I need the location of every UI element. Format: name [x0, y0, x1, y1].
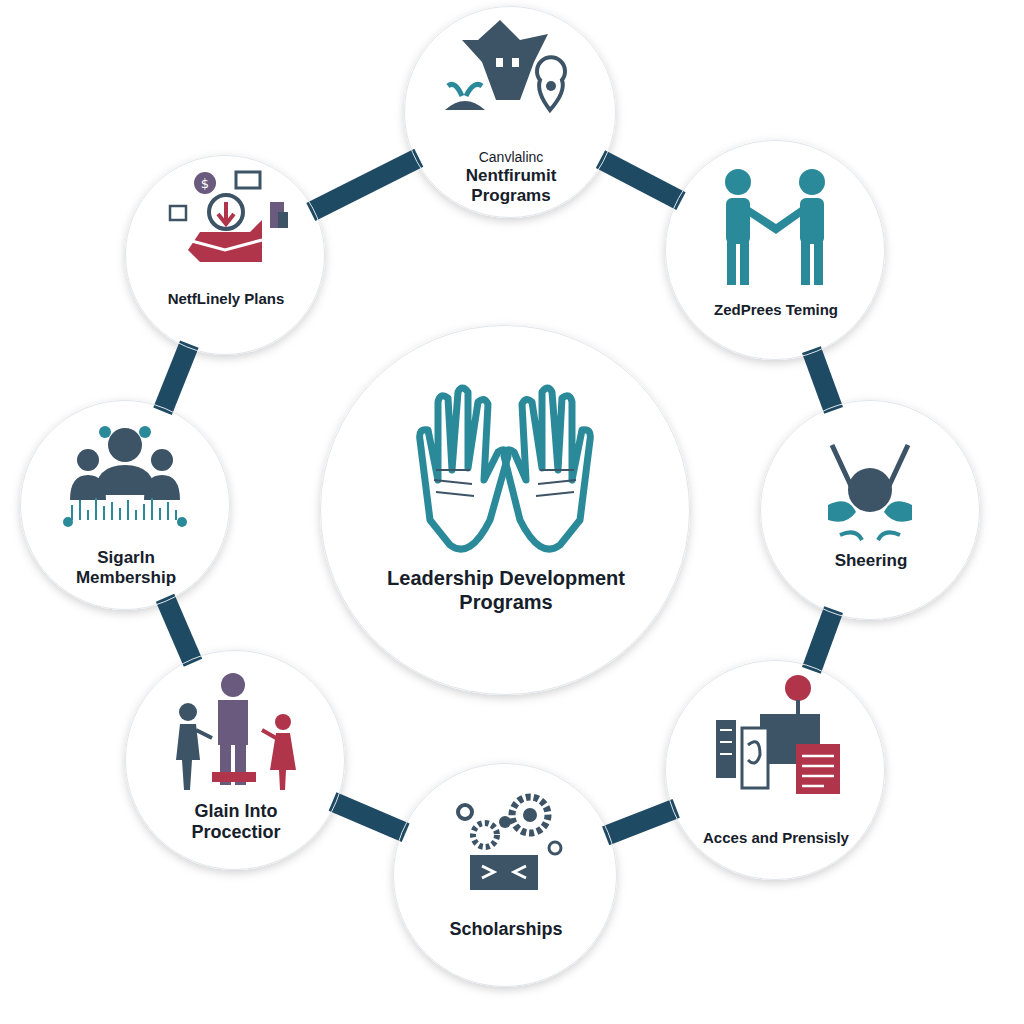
circle-label: Leadership Development Programs: [371, 567, 641, 614]
ring-bar: [163, 344, 190, 411]
text-group: CanvlalincNentfirumit Programs: [426, 149, 596, 206]
ring-bar: [606, 808, 677, 835]
program-circle: Scholarships: [393, 763, 617, 987]
text-group: Glain Into Procectior: [161, 801, 311, 843]
text-group: Leadership Development Programs: [371, 567, 641, 614]
ring-bar: [333, 802, 406, 833]
program-circle: Sheering: [760, 400, 980, 620]
ring-bar: [600, 159, 681, 201]
svg-text:$: $: [201, 176, 209, 191]
program-circle: Acces and Prensisly: [665, 660, 885, 880]
circle-label: Acces and Prensisly: [681, 829, 871, 847]
ring-bar: [811, 610, 833, 671]
circle-label: ZedPrees Teming: [681, 301, 871, 319]
hub-circle: Leadership Development Programs: [320, 325, 690, 695]
circle-label: Sigarln Membership: [56, 548, 196, 588]
text-group: ZedPrees Teming: [681, 301, 871, 319]
circle-label: Glain Into Procectior: [161, 801, 311, 843]
program-circle: Sigarln Membership: [20, 400, 230, 610]
program-circle: ZedPrees Teming: [665, 140, 885, 360]
circle-label: Canvlalinc: [426, 149, 596, 166]
circle-label: Sheering: [781, 551, 961, 571]
ring-bar: [165, 598, 193, 663]
text-group: Sheering: [781, 551, 961, 571]
circle-label: Nentfirumit Programs: [426, 166, 596, 206]
ring-bar: [311, 158, 419, 212]
text-group: Acces and Prensisly: [681, 829, 871, 847]
text-group: Sigarln Membership: [56, 548, 196, 588]
text-group: Scholarships: [416, 919, 596, 940]
program-circle: CanvlalincNentfirumit Programs: [404, 6, 616, 218]
ring-bar: [811, 350, 833, 411]
circle-label: Scholarships: [416, 919, 596, 940]
circle-label: NetfLinely Plans: [141, 290, 311, 308]
program-circle: NetfLinely Plans: [125, 155, 325, 355]
program-circle: Glain Into Procectior: [125, 650, 345, 870]
text-group: NetfLinely Plans: [141, 290, 311, 308]
